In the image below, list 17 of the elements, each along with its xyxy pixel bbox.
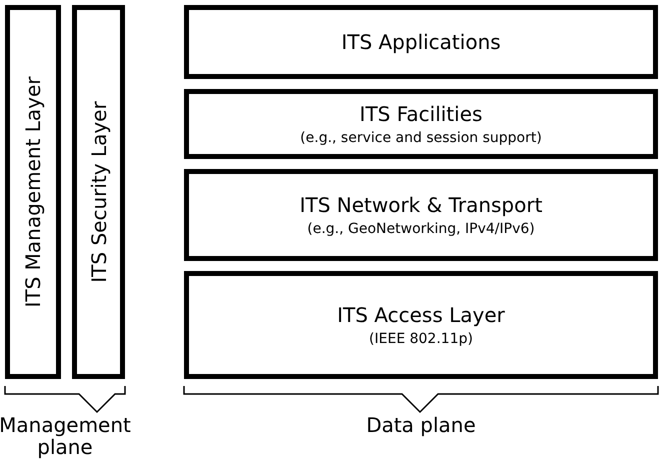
layer-box [184, 271, 658, 379]
layer-box [184, 169, 658, 261]
layer-column [72, 5, 125, 379]
layer-title: ITS Facilities [360, 102, 482, 126]
layer-title: ITS Applications [341, 30, 501, 54]
layer-description: (e.g., GeoNetworking, IPv4/IPv6) [307, 221, 535, 237]
layer-title: ITS Access Layer [337, 303, 505, 327]
layer-column [5, 5, 61, 379]
layer-title: ITS Management Layer [21, 76, 45, 308]
layer-box [184, 5, 658, 79]
layer-title: ITS Network & Transport [300, 193, 542, 217]
layer-description: (IEEE 802.11p) [369, 331, 473, 347]
plane-label: Management plane [0, 414, 132, 458]
plane-label: Data plane [365, 414, 477, 436]
layer-description: (e.g., service and session support) [300, 130, 542, 146]
layer-title: ITS Security Layer [86, 101, 110, 283]
layer-box [184, 89, 658, 159]
